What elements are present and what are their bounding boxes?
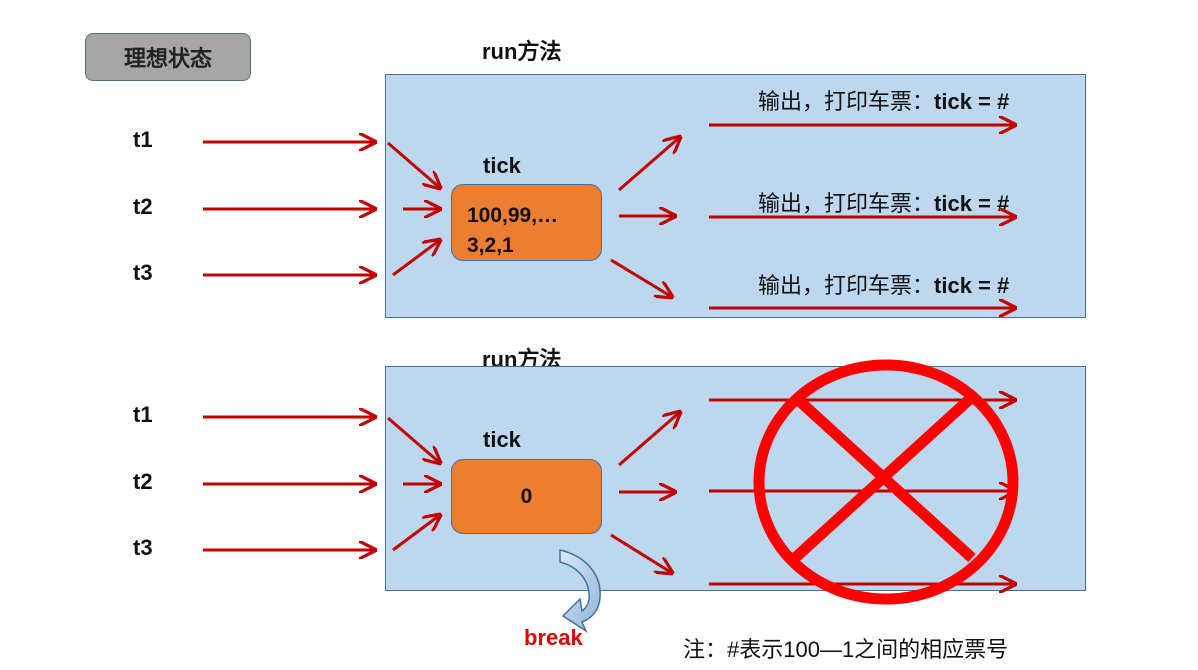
- tick-values-line2: 3,2,1: [467, 234, 514, 257]
- output-expr-2: tick = #: [934, 191, 1010, 216]
- output-prefix-3: 输出，打印车票：: [758, 273, 935, 298]
- in-arrow-3-a: [392, 240, 440, 277]
- break-label: break: [524, 625, 583, 650]
- thread-label-t3-b: t3: [133, 535, 153, 560]
- in-arrow-1-a: [387, 141, 440, 188]
- thread-label-t1-b: t1: [133, 402, 153, 427]
- cross-out-line-2: [791, 392, 976, 563]
- output-expr-1: tick = #: [934, 89, 1010, 114]
- thread-label-t1-a: t1: [133, 127, 153, 152]
- output-text-1: 输出，打印车票：tick = #: [758, 84, 1009, 116]
- ideal-state-label: 理想状态: [123, 46, 212, 71]
- footnote: 注：#表示100—1之间的相应票号: [683, 637, 1009, 662]
- thread-label-t2-a: t2: [133, 194, 153, 219]
- tick-value-zero: 0: [520, 484, 533, 508]
- ideal-state-badge: 理想状态: [85, 33, 251, 81]
- out-arrow-3-a: [610, 258, 672, 297]
- cross-out-mark: [753, 359, 1019, 605]
- out-arrow-3-b: [610, 533, 672, 573]
- in-arrow-3-b: [392, 515, 440, 552]
- output-prefix-1: 输出，打印车票：: [758, 89, 935, 114]
- run-method-title-1: run方法: [482, 39, 562, 64]
- tick-values-line1: 100,99,…: [467, 204, 559, 227]
- in-arrow-1-b: [387, 416, 440, 463]
- out-arrow-1-b: [618, 412, 680, 467]
- out-arrow-1-a: [618, 137, 680, 192]
- break-curved-arrow: [559, 549, 601, 634]
- output-expr-3: tick = #: [934, 273, 1010, 298]
- thread-label-t2-b: t2: [133, 469, 153, 494]
- output-text-3: 输出，打印车票：tick = #: [758, 268, 1009, 300]
- output-prefix-2: 输出，打印车票：: [758, 191, 935, 216]
- output-text-2: 输出，打印车票：tick = #: [758, 186, 1009, 218]
- tick-box-2: 0: [451, 459, 602, 534]
- tick-label-2: tick: [483, 427, 521, 452]
- tick-label-1: tick: [483, 153, 521, 178]
- tick-box-1: 100,99,… 3,2,1: [451, 184, 602, 261]
- cross-out-circle: [753, 359, 1019, 605]
- thread-label-t3-a: t3: [133, 260, 153, 285]
